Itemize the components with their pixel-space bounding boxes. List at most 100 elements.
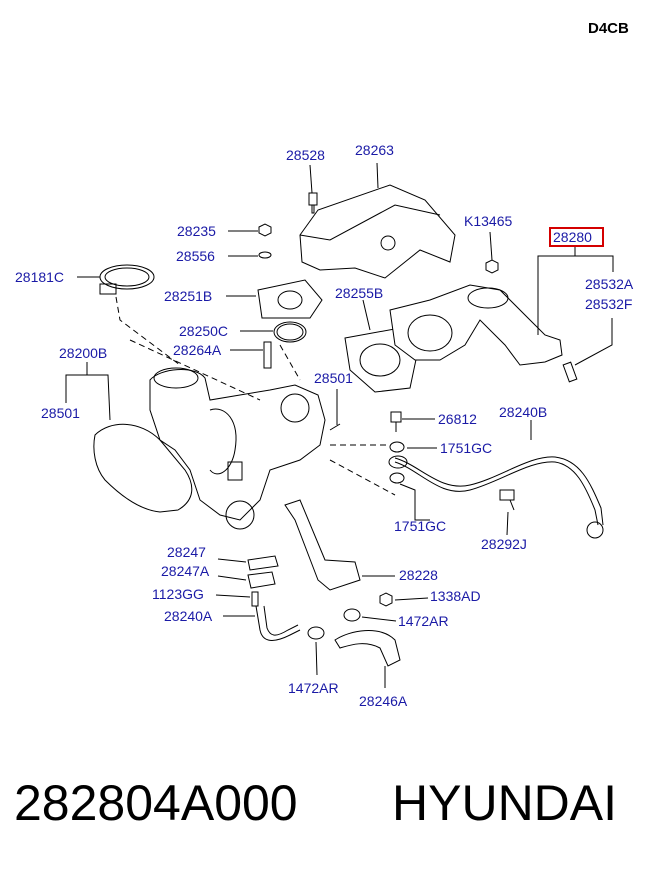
washer-1751gc-bottom (389, 472, 405, 484)
label-28228: 28228 (399, 567, 438, 583)
gasket-28251b (257, 279, 323, 319)
pipe-end-fitting (586, 521, 604, 539)
pipe-banjo-fitting (388, 455, 408, 469)
assembly-dash-1 (129, 339, 261, 401)
stud-28501 (329, 423, 341, 431)
stud-28264a (263, 341, 272, 369)
leader-1123gg (215, 594, 251, 598)
leader-28247 (217, 558, 247, 563)
gasket-28247a (247, 571, 276, 589)
hose-28246a (334, 630, 401, 667)
label-28255b: 28255B (335, 285, 383, 301)
bolt-26812 (390, 411, 402, 423)
clip-28292j (499, 489, 515, 501)
washer-28556 (258, 251, 272, 259)
leader-1472ar-left (315, 641, 318, 676)
leader-28200b (65, 362, 88, 403)
label-28246a: 28246A (359, 693, 408, 709)
bolt-28528-shank (311, 205, 315, 214)
label-1472ar-right: 1472AR (398, 613, 449, 629)
label-28181c: 28181C (15, 269, 64, 285)
oil-feed-pipe-edge (394, 456, 604, 526)
label-1472ar-left: 1472AR (288, 680, 339, 696)
label-1751gc-top: 1751GC (440, 440, 492, 456)
label-1123gg: 1123GG (152, 586, 204, 602)
nut-28235 (258, 223, 272, 237)
label-28264a: 28264A (173, 342, 222, 358)
label-28200b: 28200B (59, 345, 107, 361)
hose-clamp (99, 264, 155, 290)
label-1338ad: 1338AD (430, 588, 481, 604)
washer-1751gc-top (389, 441, 405, 453)
label-28292j: 28292J (481, 536, 527, 552)
oil-return-pipe (255, 605, 301, 641)
label-28263: 28263 (355, 142, 394, 158)
leader-28181c-dash (115, 296, 181, 366)
clamp-1472ar-right (343, 608, 361, 622)
clip-28292j-tab (509, 499, 515, 511)
label-28280: 28280 (553, 229, 592, 245)
bolt-28528 (308, 192, 318, 206)
label-28528: 28528 (286, 147, 325, 163)
leader-28280-right (575, 255, 614, 272)
heat-shield-edge (299, 204, 441, 241)
label-28240b: 28240B (499, 404, 547, 420)
stud-28532f (562, 361, 578, 383)
turbo-wastegate (225, 500, 255, 530)
bolt-1123gg (251, 591, 259, 607)
gasket-28247 (247, 555, 279, 571)
label-28250c: 28250C (179, 323, 228, 339)
nut-1338ad (379, 592, 393, 607)
leader-28532f (574, 318, 613, 366)
label-26812: 26812 (438, 411, 477, 427)
label-28240a: 28240A (164, 608, 213, 624)
gasket-28255b-hole (359, 343, 401, 377)
leader-1338ad (394, 597, 429, 601)
label-1751gc-bottom: 1751GC (394, 518, 446, 534)
label-28501-left: 28501 (41, 405, 80, 421)
leader-28280 (537, 245, 576, 335)
o-ring-28250c-inner (276, 323, 304, 341)
leader-28200b-right (87, 374, 111, 421)
leader-28528 (309, 164, 313, 194)
engine-code: D4CB (588, 20, 629, 37)
heat-shield-hole (380, 235, 396, 251)
turbo-inlet (153, 367, 199, 389)
footer: 282804A000 HYUNDAI (0, 760, 661, 850)
leader-28263 (376, 162, 379, 189)
label-28532a: 28532A (585, 276, 634, 292)
hose-clamp-inner (104, 267, 150, 287)
label-k13465: K13465 (464, 213, 512, 229)
leader-28247a (217, 575, 247, 581)
leader-28292j (506, 511, 509, 536)
oil-feed-pipe (394, 461, 599, 526)
label-28235: 28235 (177, 223, 216, 239)
brand-name: HYUNDAI (392, 775, 618, 831)
part-number: 282804A000 (14, 775, 298, 831)
label-28247: 28247 (167, 544, 206, 560)
elbow-top-opening (467, 287, 509, 309)
label-28251b: 28251B (164, 288, 212, 304)
label-28532f: 28532F (585, 296, 632, 312)
highlight-box-28280 (549, 227, 604, 247)
turbo-outlet-flange (280, 393, 310, 423)
bracket-28228 (284, 499, 361, 591)
assembly-dash-4 (329, 459, 396, 496)
gasket-28251b-hole (277, 290, 303, 310)
assembly-dash-2 (279, 344, 301, 381)
hose-clamp-screw (99, 283, 117, 295)
leader-28255b (362, 299, 371, 331)
elbow-flange-opening (407, 314, 453, 352)
intake-hose (93, 423, 193, 513)
turbo-housing-detail (209, 408, 237, 475)
label-28247a: 28247A (161, 563, 210, 579)
turbo-actuator (227, 461, 243, 481)
leader-1751gc-bottom (399, 483, 430, 521)
heat-shield (299, 184, 456, 279)
parts-diagram: D4CB (15, 20, 634, 709)
leader-k13465 (489, 231, 493, 261)
exhaust-elbow-28280 (389, 284, 563, 366)
oil-return-pipe-edge (263, 605, 299, 636)
clamp-1472ar-left (307, 626, 325, 640)
o-ring-28250c (273, 321, 307, 343)
